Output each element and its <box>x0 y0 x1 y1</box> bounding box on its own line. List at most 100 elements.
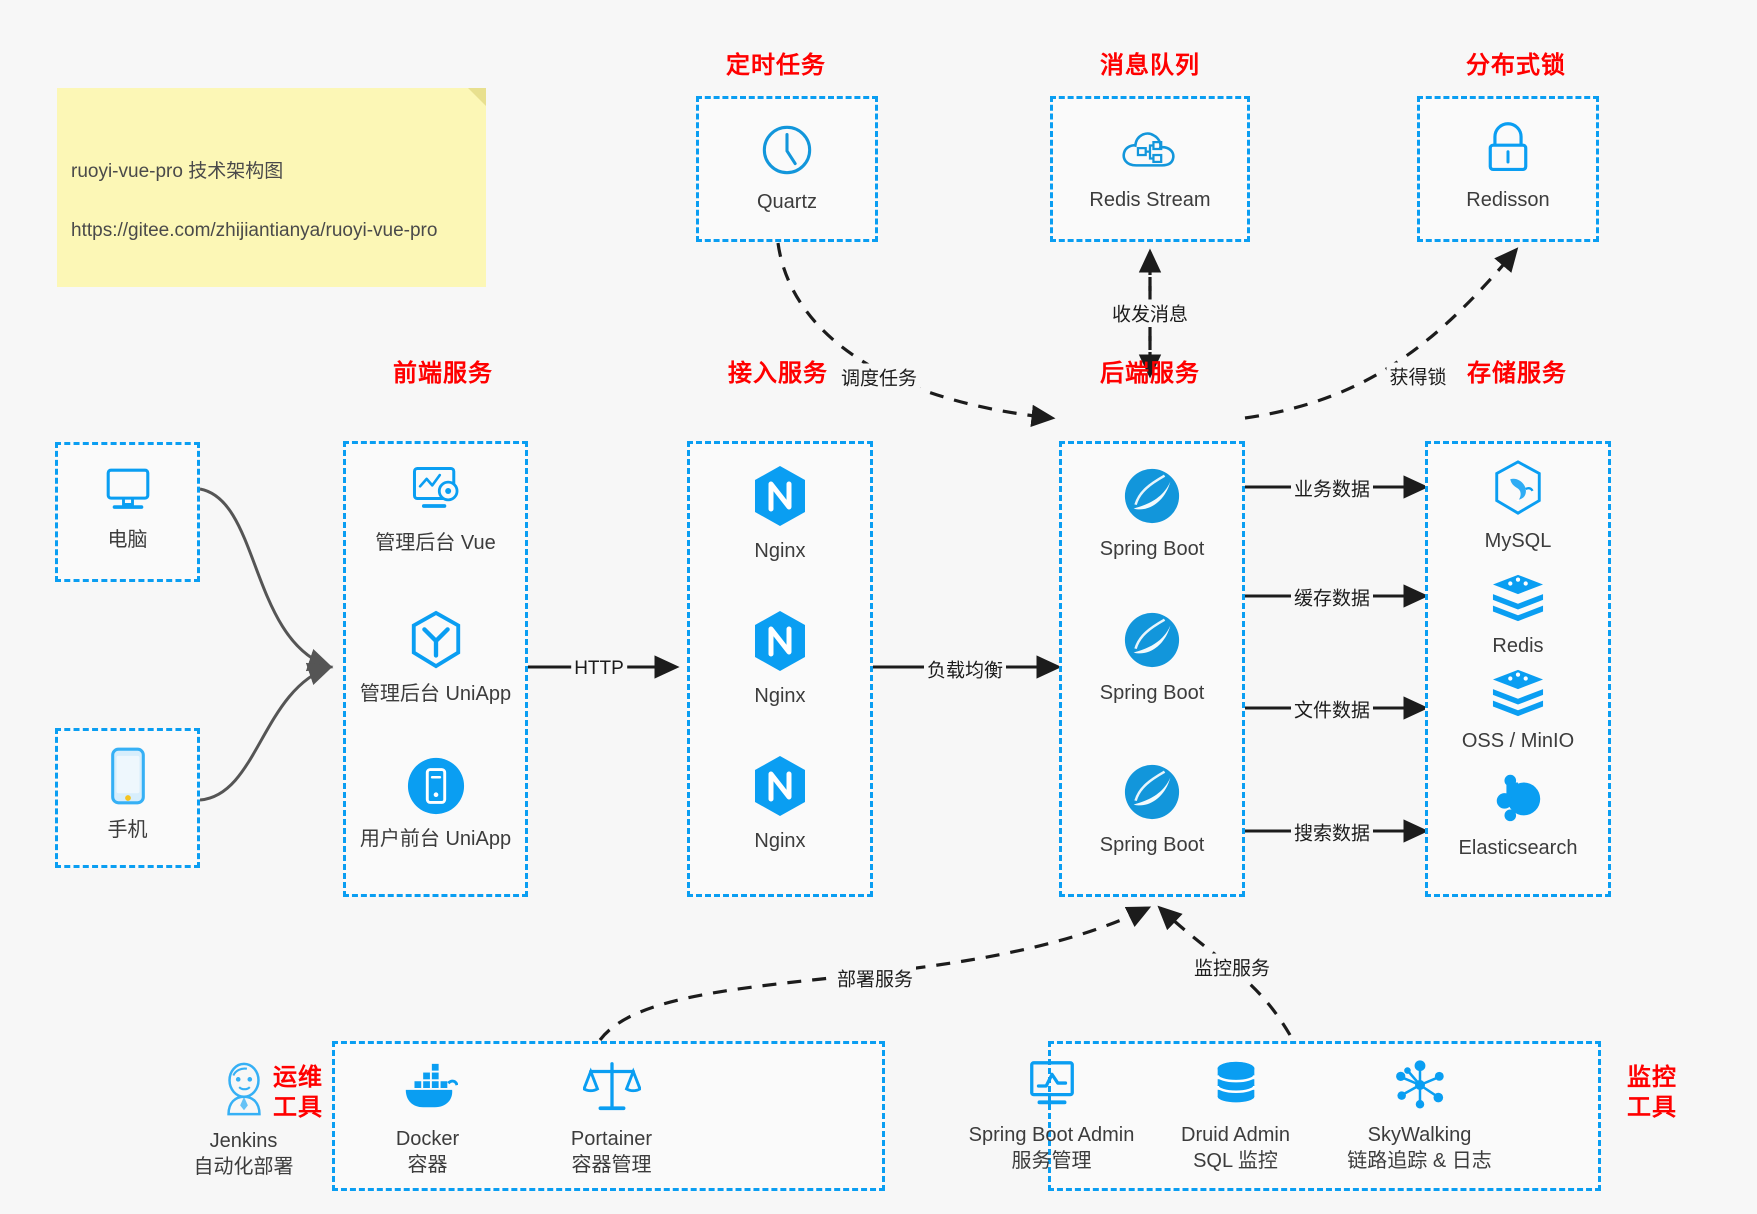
node-nginx-1[interactable]: Nginx <box>690 464 870 564</box>
redis-stack-icon <box>1489 571 1547 628</box>
node-spring-boot-admin[interactable]: Spring Boot Admin 服务管理 <box>959 1058 1144 1174</box>
node-label-quartz: Quartz <box>756 191 818 213</box>
node-spring-boot-1[interactable]: Spring Boot <box>1062 466 1242 562</box>
spring-boot-icon <box>1122 466 1182 531</box>
group-title-monitoring: 监控 工具 <box>1612 1063 1692 1123</box>
node-sublabel-druid-admin: SQL 监控 <box>1193 1150 1278 1172</box>
edge-acquire-lock <box>1244 247 1519 420</box>
clock-icon <box>758 121 816 184</box>
group-title-storage: 存储服务 <box>1467 360 1567 387</box>
node-sublabel-docker: 容器 <box>407 1154 448 1176</box>
node-label-docker: Docker <box>395 1128 460 1150</box>
group-title-distributed-lock: 分布式锁 <box>1466 52 1566 79</box>
group-title-devops-line2: 工具 <box>273 1094 323 1121</box>
group-title-devops: 运维 工具 <box>258 1063 338 1123</box>
uniapp-hexagon-icon <box>407 609 465 676</box>
dashboard-settings-icon <box>406 462 466 525</box>
group-box-devops[interactable]: Jenkins 自动化部署 Docker 容器 <box>194 1041 885 1191</box>
node-label-elasticsearch: Elasticsearch <box>1458 837 1578 859</box>
group-title-monitoring-line1: 监控 <box>1627 1064 1677 1091</box>
desktop-computer-icon <box>99 463 157 522</box>
mobile-circle-icon <box>406 756 466 821</box>
nginx-icon <box>751 609 809 678</box>
node-nginx-2[interactable]: Nginx <box>690 609 870 709</box>
edge-phone-to-frontend <box>199 662 334 802</box>
note-line-url: https://gitee.com/zhijiantianya/ruoyi-vu… <box>71 219 438 241</box>
node-redisson[interactable]: Redisson <box>1420 119 1596 213</box>
node-sublabel-jenkins: 自动化部署 <box>193 1156 294 1178</box>
group-box-client-desktop[interactable]: 电脑 <box>55 442 200 582</box>
jenkins-butler-icon <box>216 1060 272 1123</box>
node-desktop[interactable]: 电脑 <box>58 463 197 553</box>
node-label-spring-boot-admin: Spring Boot Admin <box>968 1124 1135 1146</box>
group-box-scheduled-task[interactable]: Quartz <box>696 96 878 242</box>
node-label-nginx-1: Nginx <box>754 540 806 562</box>
node-label-redis: Redis <box>1492 635 1544 657</box>
node-label-user-uniapp: 用户前台 UniApp <box>359 828 512 850</box>
node-label-desktop: 电脑 <box>107 529 148 551</box>
edge-label-monitor-service: 监控服务 <box>1190 953 1274 981</box>
node-sublabel-portainer: 容器管理 <box>571 1154 652 1176</box>
node-spring-boot-2[interactable]: Spring Boot <box>1062 610 1242 706</box>
cloud-stream-icon <box>1119 121 1181 182</box>
lock-icon <box>1480 119 1536 182</box>
node-docker[interactable]: Docker 容器 <box>335 1060 520 1178</box>
edge-label-send-recv-msg: 收发消息 <box>1108 299 1192 327</box>
edge-label-acquire-lock: 获得锁 <box>1386 362 1450 390</box>
node-label-admin-vue: 管理后台 Vue <box>375 532 496 554</box>
node-label-mysql: MySQL <box>1484 530 1552 552</box>
node-label-portainer: Portainer <box>570 1128 653 1150</box>
monitor-chart-icon <box>1023 1058 1081 1117</box>
group-box-client-phone[interactable]: 手机 <box>55 728 200 868</box>
node-nginx-3[interactable]: Nginx <box>690 754 870 854</box>
group-box-distributed-lock[interactable]: Redisson <box>1417 96 1599 242</box>
group-box-monitoring[interactable]: Spring Boot Admin 服务管理 <box>969 1041 1601 1191</box>
group-title-devops-line1: 运维 <box>273 1064 323 1091</box>
group-box-storage[interactable]: MySQL Redis <box>1425 441 1611 897</box>
node-spring-boot-3[interactable]: Spring Boot <box>1062 762 1242 858</box>
node-redis-stream[interactable]: Redis Stream <box>1053 121 1247 213</box>
node-jenkins[interactable]: Jenkins 自动化部署 <box>151 1060 336 1180</box>
group-box-frontend[interactable]: 管理后台 Vue 管理后台 UniApp 用户前台 UniApp <box>343 441 528 897</box>
node-user-uniapp[interactable]: 用户前台 UniApp <box>346 756 525 852</box>
node-druid-admin[interactable]: Druid Admin SQL 监控 <box>1143 1058 1328 1174</box>
node-skywalking[interactable]: SkyWalking 链路追踪 & 日志 <box>1327 1058 1512 1174</box>
group-title-monitoring-line2: 工具 <box>1627 1094 1677 1121</box>
node-portainer[interactable]: Portainer 容器管理 <box>519 1058 704 1178</box>
edge-label-http: HTTP <box>571 658 627 680</box>
node-label-nginx-2: Nginx <box>754 685 806 707</box>
node-label-skywalking: SkyWalking <box>1367 1124 1472 1146</box>
spring-boot-icon <box>1122 762 1182 827</box>
node-mysql[interactable]: MySQL <box>1428 458 1608 554</box>
skywalking-node-icon <box>1392 1058 1448 1117</box>
node-admin-vue[interactable]: 管理后台 Vue <box>346 462 525 556</box>
node-label-spring-boot-1: Spring Boot <box>1099 538 1205 560</box>
group-title-message-queue: 消息队列 <box>1100 52 1200 79</box>
edge-label-deploy-service: 部署服务 <box>833 964 917 992</box>
edge-schedule-task <box>776 242 1056 428</box>
node-label-druid-admin: Druid Admin <box>1181 1124 1290 1146</box>
database-cylinder-icon <box>1209 1058 1263 1117</box>
node-label-redis-stream: Redis Stream <box>1089 189 1211 211</box>
node-label-spring-boot-2: Spring Boot <box>1099 682 1205 704</box>
node-redis[interactable]: Redis <box>1428 571 1608 659</box>
node-label-redisson: Redisson <box>1466 189 1550 211</box>
group-box-message-queue[interactable]: Redis Stream <box>1050 96 1250 242</box>
node-quartz[interactable]: Quartz <box>699 121 875 215</box>
node-label-oss-minio: OSS / MinIO <box>1461 730 1575 752</box>
node-admin-uniapp[interactable]: 管理后台 UniApp <box>346 609 525 707</box>
group-box-backend[interactable]: Spring Boot Spring Boot Spring Boot <box>1059 441 1245 897</box>
node-elasticsearch[interactable]: Elasticsearch <box>1428 769 1608 861</box>
edge-desktop-to-frontend <box>199 487 334 672</box>
nginx-icon <box>751 754 809 823</box>
node-oss-minio[interactable]: OSS / MinIO <box>1428 666 1608 754</box>
group-box-gateway[interactable]: Nginx Nginx Nginx <box>687 441 873 897</box>
elasticsearch-icon <box>1489 769 1547 830</box>
nginx-icon <box>751 464 809 533</box>
node-label-phone: 手机 <box>107 819 148 841</box>
node-phone[interactable]: 手机 <box>58 745 197 843</box>
edge-label-schedule-task: 调度任务 <box>837 363 921 391</box>
node-label-jenkins: Jenkins <box>209 1130 278 1152</box>
portainer-scale-icon <box>581 1058 642 1121</box>
